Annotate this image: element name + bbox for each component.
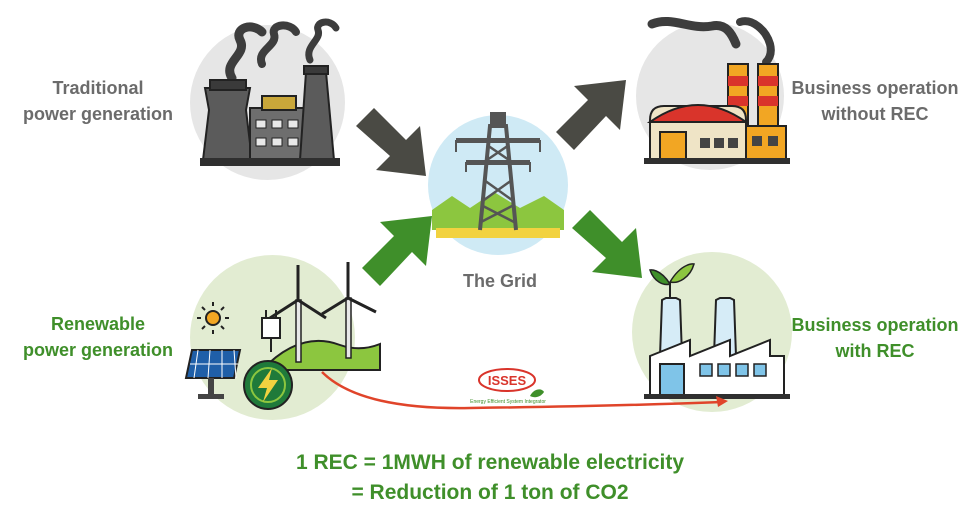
without-rec-label: Business operation without REC xyxy=(782,75,968,127)
renewable-label: Renewable power generation xyxy=(14,311,182,363)
traditional-label-line2: power generation xyxy=(22,104,174,124)
logo-tagline: Energy Efficient System Integrator xyxy=(470,399,546,405)
arrow-renewable-to-grid xyxy=(362,216,432,286)
arrow-grid-to-without-rec xyxy=(556,80,626,150)
rec-caption-line2: = Reduction of 1 ton of CO2 xyxy=(351,481,629,504)
traditional-label-line1: Traditional xyxy=(52,78,144,98)
traditional-power-plant-icon xyxy=(200,18,340,166)
traditional-label: Traditional power generation xyxy=(14,75,182,127)
with-rec-label-line1: Business operation xyxy=(791,315,959,335)
arrow-grid-to-with-rec xyxy=(572,210,642,278)
rec-caption-line1: 1 REC = 1MWH of renewable electricity xyxy=(295,451,685,474)
rec-transfer-curve xyxy=(321,371,728,410)
grid-label: The Grid xyxy=(430,268,570,294)
without-rec-label-line1: Business operation xyxy=(791,78,959,98)
with-rec-label-line2: with REC xyxy=(835,341,915,361)
renewable-energy-icon xyxy=(184,262,381,410)
arrow-traditional-to-grid xyxy=(356,108,426,176)
factory-without-rec-icon xyxy=(644,16,790,164)
isses-logo: ISSES Energy Efficient System Integrator xyxy=(470,368,546,405)
without-rec-label-line2: without REC xyxy=(821,104,929,124)
logo-name: ISSES xyxy=(488,373,527,388)
grid-tower-icon xyxy=(428,112,568,255)
renewable-label-line1: Renewable xyxy=(50,314,146,334)
with-rec-label: Business operation with REC xyxy=(782,312,968,364)
grid-label-text: The Grid xyxy=(462,271,537,291)
renewable-label-line2: power generation xyxy=(22,340,174,360)
factory-with-rec-icon xyxy=(644,263,790,399)
